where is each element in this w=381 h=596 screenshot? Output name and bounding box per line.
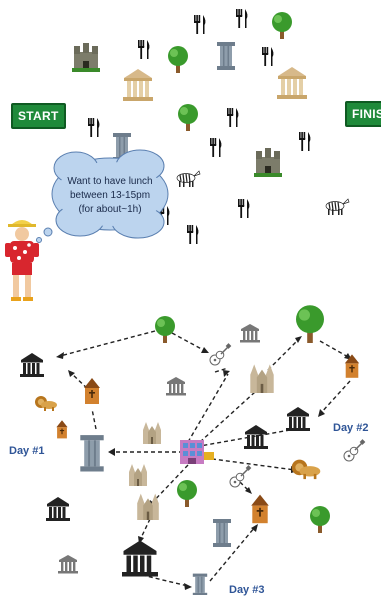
day-label-1: Day #1 xyxy=(9,445,45,457)
tourist-person-icon xyxy=(5,220,39,301)
museum-icon xyxy=(58,555,78,574)
museum-icon xyxy=(20,353,44,377)
guitar-icon xyxy=(343,438,367,462)
restaurant-icon xyxy=(299,132,311,151)
bottom-panel xyxy=(20,305,367,595)
column-icon xyxy=(80,435,104,472)
church-icon xyxy=(84,378,100,404)
thought-bubble xyxy=(36,149,169,243)
restaurant-icon xyxy=(238,199,250,218)
museum-icon xyxy=(244,425,268,449)
restaurant-icon xyxy=(227,108,239,127)
day-label-3: Day #3 xyxy=(229,584,265,596)
cathedral-icon xyxy=(137,493,159,520)
finish-sign: FINISH xyxy=(345,101,381,127)
tree-icon xyxy=(178,104,198,131)
museum-icon xyxy=(240,324,260,343)
restaurant-icon xyxy=(88,118,100,137)
tree-icon xyxy=(168,46,188,73)
museum-icon xyxy=(46,497,70,521)
museum-icon xyxy=(166,377,186,396)
lion-icon xyxy=(291,459,321,480)
cathedral-icon xyxy=(143,422,161,444)
column-icon xyxy=(217,42,235,70)
temple-icon xyxy=(123,69,153,101)
museum-icon xyxy=(122,540,158,577)
restaurant-icon xyxy=(236,9,248,28)
guitar-icon xyxy=(229,464,253,488)
church-icon xyxy=(251,494,269,524)
castle-icon xyxy=(72,43,100,72)
tree-icon xyxy=(155,316,175,343)
restaurant-icon xyxy=(138,40,150,59)
church-icon xyxy=(56,420,68,439)
tree-icon xyxy=(310,506,330,533)
day-label-2: Day #2 xyxy=(333,422,369,434)
speech-bubble-text: Want to have lunch between 13-15pm (for … xyxy=(67,176,153,215)
tree-icon xyxy=(177,480,197,507)
museum-icon xyxy=(286,407,310,431)
restaurant-icon xyxy=(262,47,274,66)
hotel-icon xyxy=(180,440,214,464)
zebra-icon xyxy=(176,170,201,188)
castle-icon xyxy=(254,148,282,177)
tree-icon xyxy=(272,12,292,39)
column-icon xyxy=(192,573,208,595)
guitar-icon xyxy=(209,342,233,366)
cathedral-icon xyxy=(250,364,274,393)
zebra-icon xyxy=(325,198,350,216)
restaurant-icon xyxy=(187,225,199,244)
start-sign: START xyxy=(11,103,66,129)
lion-icon xyxy=(35,396,57,411)
cathedral-icon xyxy=(129,464,147,486)
column-icon xyxy=(213,519,231,547)
top-panel xyxy=(5,9,350,301)
restaurant-icon xyxy=(210,138,222,157)
temple-icon xyxy=(277,67,307,99)
restaurant-icon xyxy=(194,15,206,34)
